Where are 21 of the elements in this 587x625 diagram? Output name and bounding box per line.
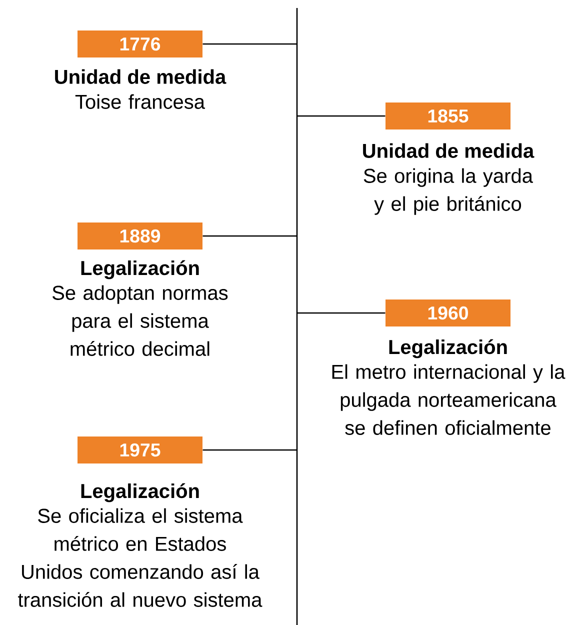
year-box: 1776 xyxy=(78,30,202,58)
connector-line xyxy=(297,115,386,117)
event-heading: Legalización xyxy=(81,483,199,502)
event-description: Se oficializa el sistema métrico en Estados Unidos comenzando así la transición al nuevo sistema xyxy=(18,508,262,607)
year-box: 1855 xyxy=(386,102,510,130)
event-description: Toise francesa xyxy=(75,94,205,109)
year-box: 1960 xyxy=(386,300,510,326)
timeline-axis xyxy=(296,8,298,625)
event-heading: Legalización xyxy=(81,260,199,280)
connector-line xyxy=(202,43,297,45)
event-heading: Unidad de medida xyxy=(55,69,226,84)
connector-line xyxy=(202,235,297,237)
event-description: El metro internacional y la pulgada norteamericana se definen oficialmente xyxy=(332,364,566,435)
event-heading: Unidad de medida xyxy=(363,143,534,158)
event-heading: Legalización xyxy=(389,339,507,358)
year-box: 1889 xyxy=(78,222,202,250)
event-description: Se adoptan normas para el sistema métrico decimal xyxy=(52,285,228,356)
event-description: Se origina la yarda y el pie británico xyxy=(364,168,533,215)
connector-line xyxy=(202,449,297,451)
year-box: 1975 xyxy=(78,436,202,464)
connector-line xyxy=(297,312,386,314)
